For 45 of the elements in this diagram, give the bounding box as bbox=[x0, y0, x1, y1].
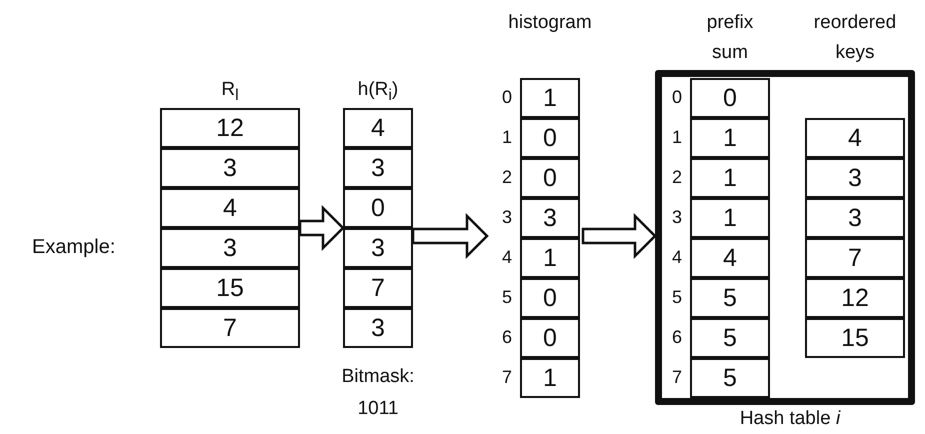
table-cell: 12 bbox=[160, 108, 300, 148]
row-index: 6 bbox=[500, 328, 513, 346]
example-label: Example: bbox=[32, 235, 116, 260]
row-index: 1 bbox=[670, 128, 683, 146]
block-arrow bbox=[582, 212, 657, 260]
table-cell: 4 bbox=[160, 188, 300, 228]
row-index: 3 bbox=[670, 208, 683, 226]
row-index: 6 bbox=[670, 328, 683, 346]
table-caption: Hash table i bbox=[738, 407, 842, 431]
table-cell: 3 bbox=[343, 228, 413, 268]
column-heading: reordered keys bbox=[812, 11, 898, 65]
column-heading: histogram bbox=[507, 11, 593, 35]
block-arrow bbox=[298, 204, 345, 252]
table-cell: 0 bbox=[343, 188, 413, 228]
table-cell: 15 bbox=[160, 268, 300, 308]
row-index: 7 bbox=[670, 368, 683, 386]
bitmask-note: Bitmask: 1011 bbox=[340, 365, 416, 421]
row-index: 7 bbox=[500, 368, 513, 386]
row-index: 1 bbox=[500, 128, 513, 146]
row-index: 3 bbox=[500, 208, 513, 226]
table-cell: 3 bbox=[343, 148, 413, 188]
row-index: 0 bbox=[670, 88, 683, 106]
table-cell: 3 bbox=[805, 198, 905, 238]
table-cell: 4 bbox=[343, 108, 413, 148]
table-cell: 7 bbox=[160, 308, 300, 348]
table-cell: 7 bbox=[343, 268, 413, 308]
table-cell: 7 bbox=[805, 238, 905, 278]
column-heading: h(R$_{i}$) bbox=[356, 78, 400, 106]
column-heading: prefix sum bbox=[706, 11, 754, 65]
table-cell: 3 bbox=[160, 148, 300, 188]
row-index: 4 bbox=[500, 248, 513, 266]
row-index: 5 bbox=[500, 288, 513, 306]
row-index: 2 bbox=[670, 168, 683, 186]
table-cell: 4 bbox=[805, 118, 905, 158]
block-arrow bbox=[412, 212, 489, 260]
table-cell: 15 bbox=[805, 318, 905, 358]
row-index: 4 bbox=[670, 248, 683, 266]
column-heading: R$_{l}$ bbox=[220, 78, 240, 106]
row-index: 0 bbox=[500, 88, 513, 106]
table-cell: 3 bbox=[343, 308, 413, 348]
table-cell: 3 bbox=[160, 228, 300, 268]
row-index: 2 bbox=[500, 168, 513, 186]
table-cell: 12 bbox=[805, 278, 905, 318]
row-index: 5 bbox=[670, 288, 683, 306]
table-cell: 3 bbox=[805, 158, 905, 198]
